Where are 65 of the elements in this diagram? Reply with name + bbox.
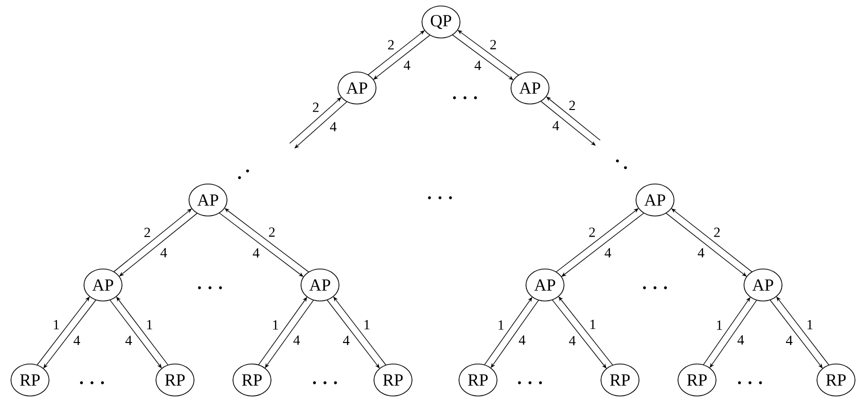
ellipse-node: QP	[422, 6, 460, 38]
ellipse-node: AP	[744, 268, 782, 302]
edge-label: 2	[312, 102, 319, 112]
edge-label: 4	[404, 60, 410, 70]
edge-label: 1	[147, 320, 152, 330]
edge-label: 4	[74, 336, 80, 345]
edge-label: 1	[498, 320, 504, 330]
edge-label: 4	[330, 122, 336, 132]
ellipsis: · · ·	[453, 96, 477, 100]
ellipsis: · · ·	[738, 381, 762, 384]
ellipsis: · ·	[616, 159, 627, 170]
arrow	[546, 96, 601, 141]
edge-label: 2	[144, 228, 150, 238]
ellipse-node: RP	[458, 364, 498, 396]
edge-label: 4	[293, 335, 300, 345]
edge-label: 2	[388, 40, 394, 50]
ellipsis: · · ·	[643, 286, 667, 290]
edge-label: 4	[737, 335, 744, 344]
edge-label: 4	[342, 336, 350, 345]
edge-label: 4	[518, 335, 526, 345]
edge-label: 4	[252, 248, 260, 258]
ellipse-node: RP	[678, 364, 716, 396]
edge-label: 4	[569, 336, 576, 346]
edge-label: 4	[474, 60, 482, 70]
edge-label: 1	[273, 320, 278, 330]
ellipsis: · · ·	[518, 381, 542, 384]
edge-label: 4	[125, 336, 132, 345]
ellipse-node: RP	[232, 364, 272, 396]
edge-label: 2	[569, 100, 575, 110]
edge-label: 1	[364, 320, 370, 330]
edge-label: 2	[490, 40, 496, 50]
arrow	[289, 97, 342, 144]
ellipse-node: AP	[300, 268, 340, 302]
ellipsis: · · ·	[80, 381, 104, 384]
ellipse-node: RP	[600, 364, 640, 396]
ellipsis: · · ·	[313, 381, 337, 384]
ellipse-node: AP	[636, 184, 674, 216]
ellipse-node: RP	[374, 364, 412, 396]
edge-label: 4	[552, 120, 560, 130]
edge-label: 4	[160, 248, 167, 258]
arrow	[113, 208, 192, 272]
edge-label: 4	[698, 248, 704, 258]
ellipse-node: AP	[338, 72, 376, 104]
edge-label: 2	[714, 228, 720, 237]
ellipsis: · ·	[238, 169, 250, 180]
ellipse-node: RP	[816, 364, 856, 396]
arrow	[110, 300, 162, 368]
arrow	[119, 212, 198, 276]
ellipse-node: RP	[156, 364, 194, 396]
ellipse-node: AP	[84, 268, 122, 302]
edge-label: 4	[786, 336, 792, 345]
ellipse-node: AP	[526, 268, 564, 302]
edge-label: 2	[269, 227, 275, 237]
ellipsis: · · ·	[428, 196, 452, 200]
arrow	[116, 296, 168, 366]
edge-label: 2	[589, 228, 595, 237]
edge-label: 1	[808, 320, 812, 330]
ellipse-node: AP	[188, 184, 228, 216]
edge-label: 4	[604, 248, 612, 258]
ellipse-node: AP	[510, 72, 550, 104]
ellipse-node: RP	[10, 364, 50, 396]
edge-label: 1	[54, 320, 59, 330]
edge-label: 1	[590, 320, 596, 330]
edge-label: 1	[717, 320, 722, 330]
ellipsis: · · ·	[198, 286, 222, 290]
